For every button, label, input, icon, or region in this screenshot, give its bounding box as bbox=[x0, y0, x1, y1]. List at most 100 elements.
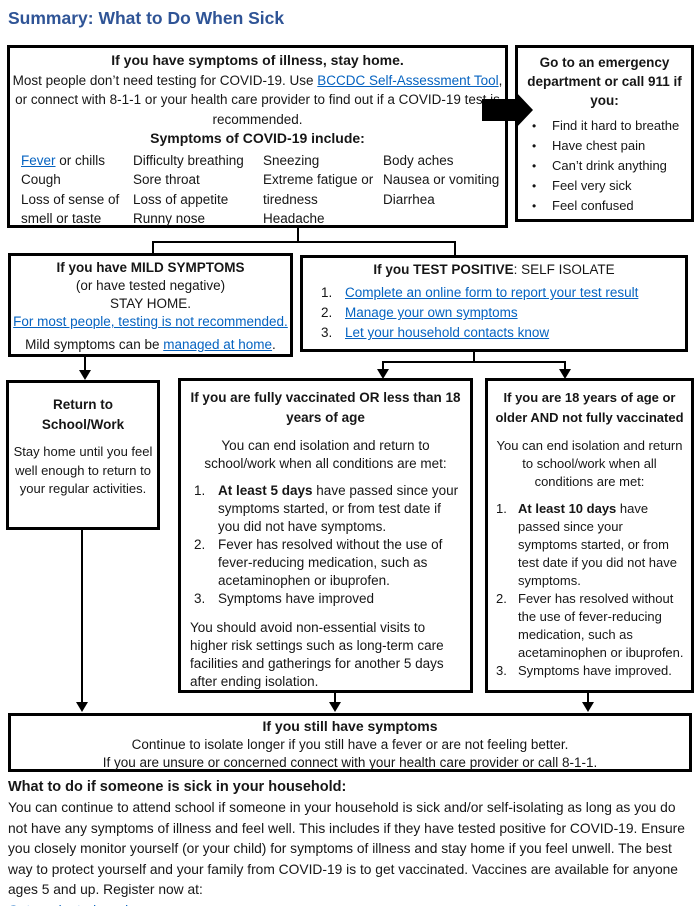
page-title: Summary: What to Do When Sick bbox=[8, 8, 285, 28]
arrowhead-icon bbox=[79, 370, 91, 380]
bullet-text: Find it hard to breathe bbox=[552, 118, 680, 133]
list-item: • Have chest pain bbox=[522, 136, 687, 156]
list-item: • Find it hard to breathe bbox=[522, 116, 687, 136]
household-section: What to do if someone is sick in your ho… bbox=[8, 779, 696, 906]
symptom-item: Sore throat bbox=[133, 172, 200, 187]
still-box-line2: If you are unsure or concerned connect w… bbox=[102, 754, 598, 770]
item-body: Symptoms have improved. bbox=[518, 663, 672, 678]
getvaccinated-link[interactable]: Getvaccinated.gov.bc.ca bbox=[8, 901, 158, 906]
list-item: 3. Symptoms have improved. bbox=[494, 662, 685, 680]
bullet-icon: • bbox=[532, 199, 537, 213]
symptoms-column-4: Body aches Nausea or vomiting Diarrhea bbox=[383, 151, 503, 229]
emergency-bullet-list: • Find it hard to breathe • Have chest pai… bbox=[522, 116, 687, 216]
unvaccinated-conditions: 1.At least 10 days have passed since you… bbox=[494, 500, 685, 680]
symptoms-box-intro: Most people don’t need testing for COVID… bbox=[10, 71, 505, 130]
list-item: 1.At least 10 days have passed since you… bbox=[494, 500, 685, 590]
item-number: 1. bbox=[321, 285, 333, 300]
list-item: 2. Manage your own symptoms bbox=[303, 303, 685, 323]
manage-symptoms-link[interactable]: Manage your own symptoms bbox=[345, 305, 518, 320]
report-test-result-link[interactable]: Complete an online form to report your t… bbox=[345, 285, 639, 300]
list-item: •Feel very sick bbox=[522, 176, 687, 196]
item-text: Symptoms have improved bbox=[218, 590, 374, 608]
symptoms-column-1: Fever or chills Cough Loss of sense of s… bbox=[21, 151, 133, 229]
managed-at-home-link[interactable]: managed at home bbox=[163, 337, 273, 352]
mild-box-line2: (or have tested negative) bbox=[75, 278, 226, 293]
item-number: 3. bbox=[321, 325, 333, 340]
symptom-item: Loss of sense of smell or taste bbox=[21, 191, 120, 227]
heading-bold-part: If you TEST POSITIVE bbox=[373, 262, 514, 277]
still-have-symptoms-box: If you still have symptoms Continue to i… bbox=[8, 713, 692, 772]
list-item: 3. Let your household contacts know bbox=[303, 323, 685, 343]
mild-symptoms-box: If you have MILD SYMPTOMS (or have teste… bbox=[8, 253, 293, 357]
testing-recommendation-line: For most people, testing is not recommen… bbox=[11, 313, 290, 331]
bullet-text: Have chest pain bbox=[552, 138, 646, 153]
arrowhead-icon bbox=[329, 702, 341, 712]
household-contacts-link[interactable]: Let your household contacts know bbox=[345, 325, 550, 340]
bullet-icon: • bbox=[532, 139, 537, 153]
household-heading: What to do if someone is sick in your ho… bbox=[8, 779, 347, 795]
symptoms-box-heading: If you have symptoms of illness, stay ho… bbox=[111, 52, 404, 68]
arrowhead-icon bbox=[582, 702, 594, 712]
item-number: 3. bbox=[496, 663, 507, 678]
list-item: 1. At least 5 days have passed since your… bbox=[190, 482, 461, 536]
symptom-item: Sneezing bbox=[263, 152, 320, 168]
symptom-item: Diarrhea bbox=[383, 191, 435, 207]
list-item: 1. Complete an online form to report your… bbox=[303, 283, 685, 303]
symptoms-box: If you have symptoms of illness, stay ho… bbox=[7, 45, 508, 228]
return-box-heading: Return to School/Work bbox=[41, 397, 125, 432]
tail-text-post: . bbox=[272, 337, 276, 352]
symptoms-column-3: Sneezing Extreme fatigue or tiredness He… bbox=[263, 151, 383, 229]
item-body: Symptoms have improved bbox=[218, 591, 375, 606]
fever-link[interactable]: Fever bbox=[21, 152, 56, 168]
list-item: •Feel confused bbox=[522, 196, 687, 216]
arrowhead-icon bbox=[76, 702, 88, 712]
vaccinated-box-intro: You can end isolation and return to scho… bbox=[204, 438, 447, 471]
intro-text-pre: Most people don’t need testing for COVID… bbox=[12, 72, 318, 88]
bullet-text: Feel very sick bbox=[552, 178, 632, 193]
test-positive-box: If you TEST POSITIVE: SELF ISOLATE 1. Com… bbox=[300, 255, 688, 352]
test-positive-steps: 1. Complete an online form to report your… bbox=[303, 283, 685, 343]
intro-text-post: , or connect with 8-1-1 or your health c… bbox=[15, 72, 503, 127]
symptom-item: Cough bbox=[21, 172, 61, 187]
item-number: 2. bbox=[194, 537, 206, 552]
tail-text-pre: Mild symptoms can be bbox=[25, 337, 164, 352]
item-number: 1. bbox=[194, 483, 206, 498]
item-bold-lead: At least 10 days bbox=[518, 501, 617, 516]
return-box-body: Stay home until you feel well enough to … bbox=[13, 444, 153, 496]
item-bold-lead: At least 5 days bbox=[218, 483, 313, 498]
not-fully-vaccinated-box: If you are 18 years of age or older AND … bbox=[485, 378, 694, 693]
heading-regular-part: : SELF ISOLATE bbox=[513, 262, 615, 277]
return-to-school-work-box: Return to School/Work Stay home until yo… bbox=[6, 380, 160, 530]
symptom-item: Difficulty breathing bbox=[133, 152, 244, 168]
symptoms-column-2: Difficulty breathing Sore throat Loss of… bbox=[133, 151, 263, 229]
item-text: Symptoms have improved. bbox=[518, 662, 672, 680]
list-item: •Can’t drink anything bbox=[522, 156, 687, 176]
item-body: Fever has resolved without the use of fe… bbox=[218, 537, 443, 588]
testing-not-recommended-link[interactable]: For most people, testing is not recommen… bbox=[13, 314, 288, 329]
bullet-icon: • bbox=[532, 119, 537, 133]
item-body: have passed since your symptoms started,… bbox=[218, 483, 459, 534]
emergency-box: Go to an emergency department or call 91… bbox=[515, 45, 694, 222]
item-number: 2. bbox=[321, 305, 333, 320]
symptom-item: Loss of appetite bbox=[133, 191, 229, 207]
vaccinated-box-footer: You should avoid non-essential visits to… bbox=[190, 620, 444, 689]
item-number: 3. bbox=[194, 591, 206, 606]
unvaccinated-box-intro: You can end isolation and return to scho… bbox=[496, 438, 683, 489]
vaccinated-box-heading: If you are fully vaccinated OR less than… bbox=[190, 390, 461, 425]
item-body: Fever has resolved without the use of fe… bbox=[518, 591, 684, 660]
bullet-icon: • bbox=[532, 159, 537, 173]
mild-box-line3: STAY HOME. bbox=[109, 296, 191, 311]
symptom-item: Headache bbox=[263, 211, 325, 226]
list-item: 2. Fever has resolved without the use of … bbox=[190, 536, 461, 590]
test-positive-heading: If you TEST POSITIVE: SELF ISOLATE bbox=[303, 262, 685, 277]
item-text: Fever has resolved without the use of fe… bbox=[518, 590, 685, 662]
item-body: have passed since your symptoms started,… bbox=[518, 501, 677, 588]
item-number: 2. bbox=[496, 591, 507, 606]
symptom-item: Body aches bbox=[383, 152, 454, 168]
item-text: Fever has resolved without the use of fe… bbox=[218, 536, 461, 590]
mild-box-tail: Mild symptoms can be managed at home. bbox=[11, 336, 290, 354]
bccdc-self-assessment-link[interactable]: BCCDC Self-Assessment Tool bbox=[317, 72, 499, 88]
symptoms-list-heading: Symptoms of COVID-19 include: bbox=[150, 130, 365, 146]
vaccinated-conditions: 1. At least 5 days have passed since your… bbox=[190, 482, 461, 608]
